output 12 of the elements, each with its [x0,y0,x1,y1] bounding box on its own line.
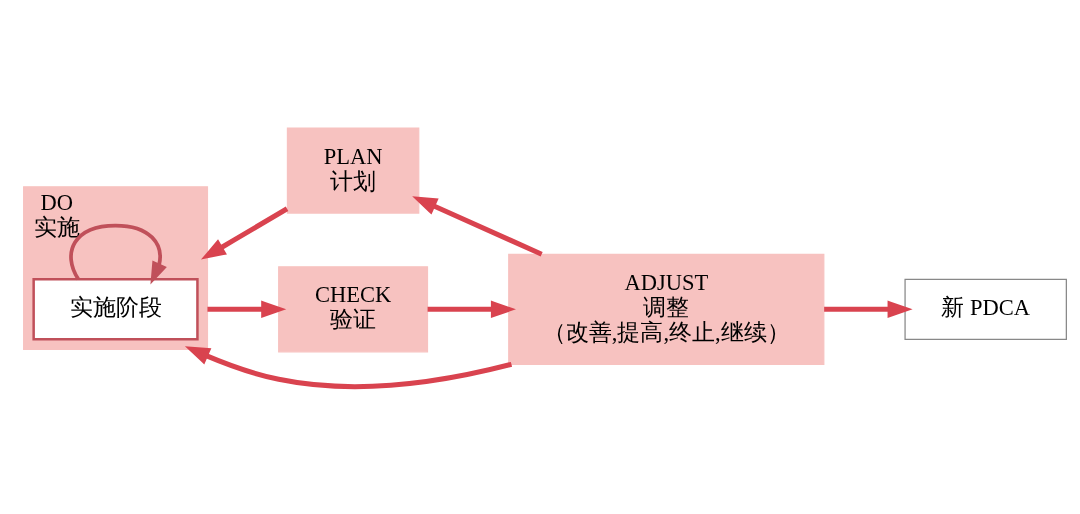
arrow [184,345,513,389]
node-box: 新 PDCA [904,278,1067,340]
arrow [427,300,516,318]
arrow [824,300,913,318]
arrow [69,223,167,284]
node-box: 实施阶段 [32,277,199,341]
arrow [412,195,543,256]
node-box: ADJUST 调整 （改善,提高,终止,继续） [508,253,825,365]
arrow [200,206,289,260]
arrow [207,300,287,318]
node-box: CHECK 验证 [278,265,429,352]
node-box: PLAN 计划 [286,126,420,214]
